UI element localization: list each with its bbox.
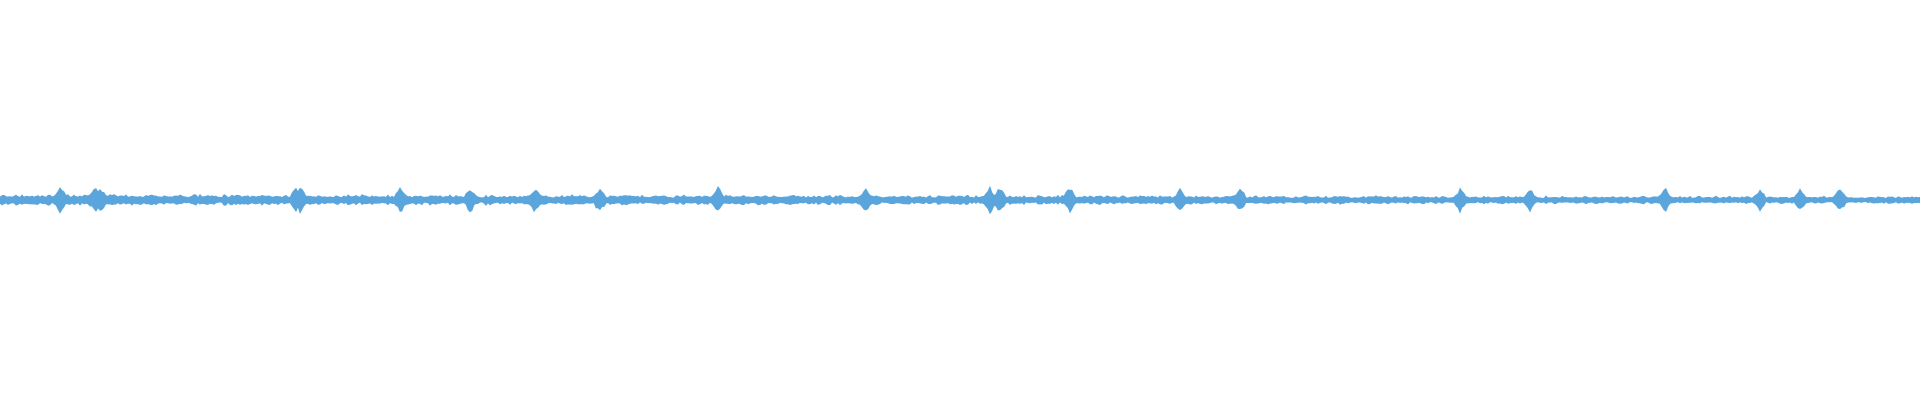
waveform-path [0,185,1920,215]
